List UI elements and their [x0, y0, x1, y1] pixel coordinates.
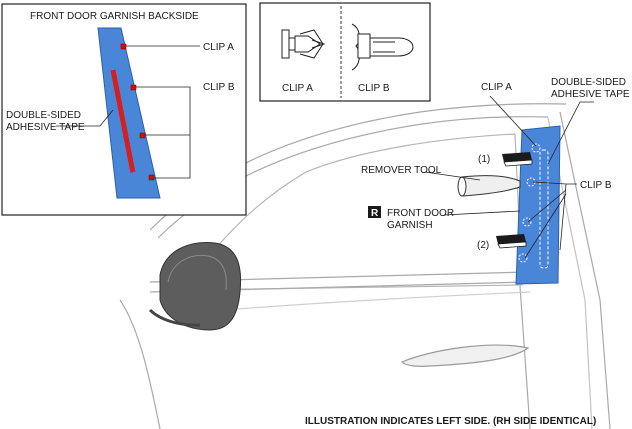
pry-tab-1 — [502, 152, 533, 167]
clip-a-marker — [531, 143, 541, 153]
garnish-label-1: FRONT DOOR — [387, 208, 454, 219]
inset-clip-a-label: CLIP A — [203, 42, 234, 53]
clip-b-drawing — [351, 23, 414, 71]
main-leader-lines — [424, 95, 594, 259]
inset-clip-b-label: CLIP B — [203, 82, 235, 93]
main-tape-label-1: DOUBLE-SIDED — [551, 77, 626, 88]
inset-clip-b-2 — [139, 132, 146, 139]
remover-tool-label: REMOVER TOOL — [361, 165, 442, 176]
main-clip-b-label: CLIP B — [580, 180, 612, 191]
inset-clip-a — [120, 43, 127, 50]
pry-tab-2 — [496, 234, 527, 249]
remover-tool — [457, 175, 521, 197]
garnish-label-2: GARNISH — [387, 220, 433, 231]
clip-detail-panel — [259, 2, 431, 102]
inset-title: FRONT DOOR GARNISH BACKSIDE — [30, 11, 199, 22]
step-1-label: (1) — [478, 154, 490, 165]
clip-b-caption: CLIP B — [358, 83, 390, 94]
step-2-label: (2) — [477, 240, 489, 251]
clip-a-caption: CLIP A — [282, 83, 313, 94]
front-door-garnish — [515, 125, 561, 285]
adhesive-tape-strip — [110, 69, 136, 173]
footer-note: ILLUSTRATION INDICATES LEFT SIDE. (RH SI… — [305, 416, 596, 427]
inset-panel — [1, 3, 247, 216]
r-badge: R — [368, 206, 381, 219]
side-mirror — [148, 241, 242, 331]
svg-text:R: R — [371, 208, 379, 219]
clip-a-drawing — [281, 29, 326, 59]
inset-clip-b-3 — [148, 174, 155, 181]
main-tape-label-2: ADHESIVE TAPE — [551, 89, 630, 100]
clip-b-marker-2 — [522, 217, 532, 227]
inset-clip-b-1 — [130, 84, 137, 91]
clip-b-marker-3 — [518, 253, 528, 263]
inset-tape-label-2: ADHESIVE TAPE — [6, 122, 85, 133]
main-clip-a-label: CLIP A — [481, 82, 512, 93]
inset-tape-label-1: DOUBLE-SIDED — [6, 110, 81, 121]
